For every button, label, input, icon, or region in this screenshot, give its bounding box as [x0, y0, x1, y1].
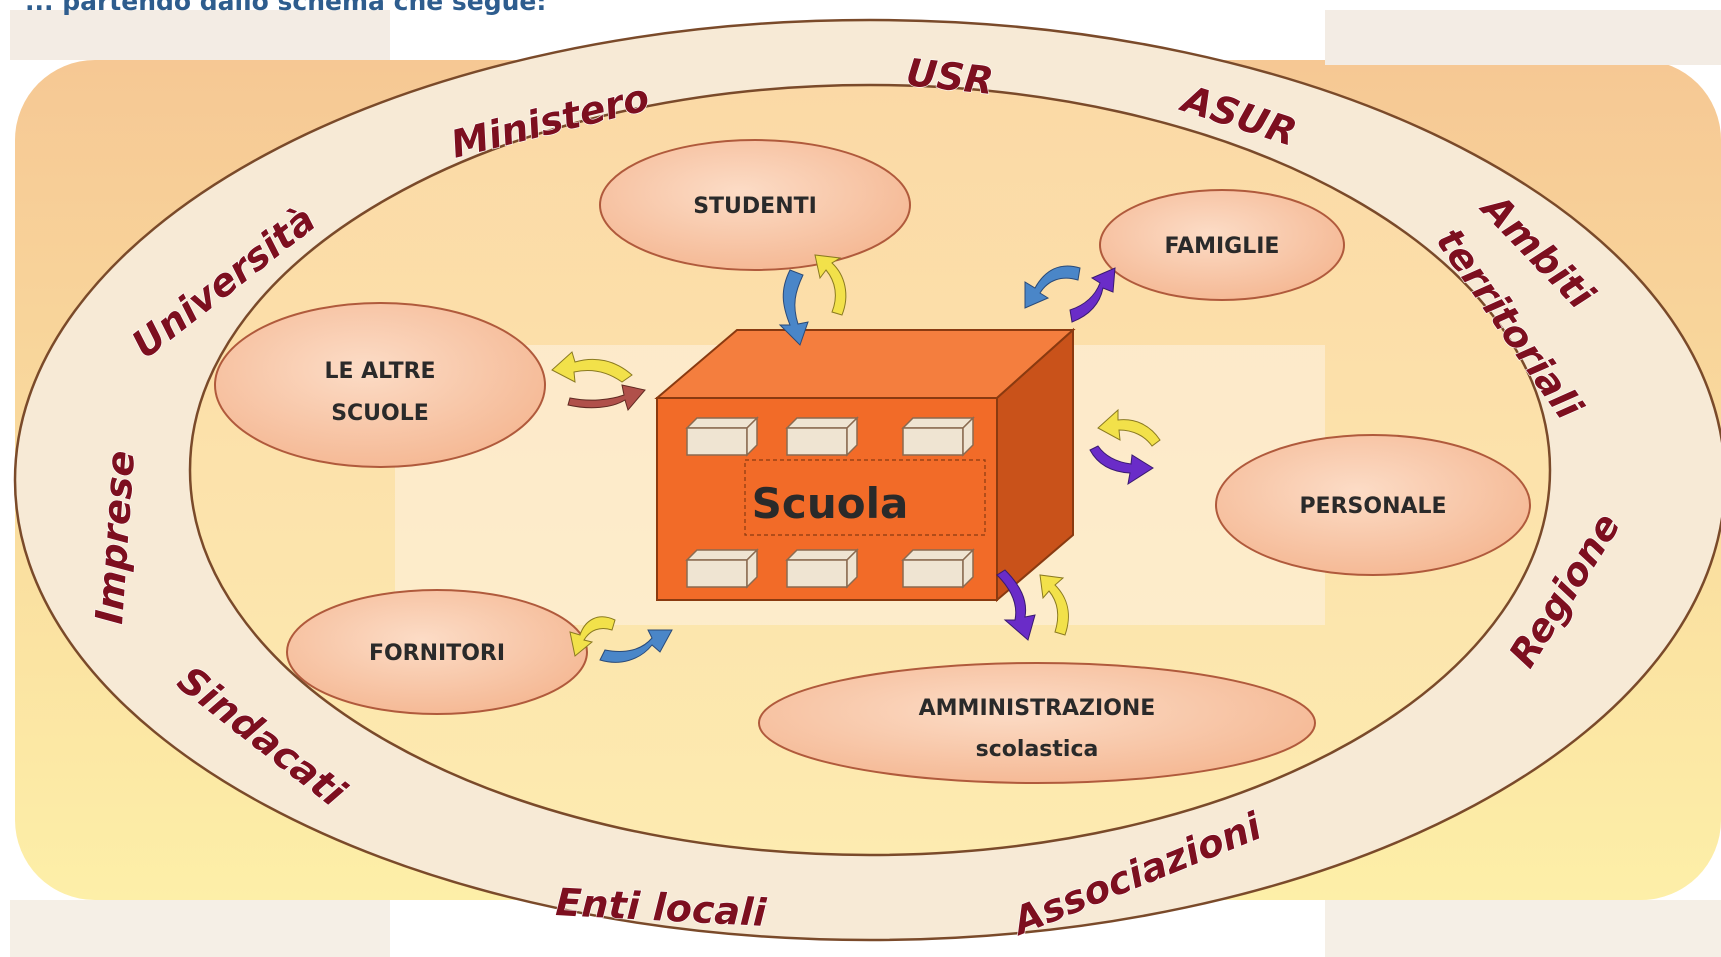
- corner-panel-top-right: [1325, 10, 1721, 65]
- node-famiglie: FAMIGLIE: [1099, 189, 1345, 301]
- node-amministrazione-line1: AMMINISTRAZIONE: [919, 696, 1156, 721]
- node-altre-scuole-line2: SCUOLE: [331, 401, 429, 426]
- corner-panel-bottom-left: [10, 900, 390, 957]
- arrows-altre-scuole: [551, 351, 646, 412]
- node-altre-scuole-line1: LE ALTRE: [324, 359, 435, 384]
- node-amministrazione: AMMINISTRAZIONE scolastica: [758, 662, 1316, 784]
- node-famiglie-label: FAMIGLIE: [1165, 234, 1280, 259]
- corner-panel-top-left: [10, 10, 390, 60]
- school-label: Scuola: [752, 479, 909, 528]
- node-personale-label: PERSONALE: [1299, 494, 1446, 519]
- arrows-studenti: [778, 254, 847, 346]
- ring-label-enti-locali: Enti locali: [555, 880, 769, 935]
- node-altre-scuole: LE ALTRE SCUOLE: [214, 302, 546, 468]
- page-heading: ... partendo dallo schema che segue:: [25, 0, 546, 16]
- arrows-famiglie: [1024, 265, 1116, 323]
- school-building: Scuola: [654, 327, 1076, 603]
- corner-panel-bottom-right: [1325, 900, 1721, 957]
- node-fornitori-label: FORNITORI: [369, 641, 505, 666]
- node-studenti: STUDENTI: [599, 139, 911, 271]
- node-studenti-label: STUDENTI: [693, 194, 817, 219]
- node-fornitori: FORNITORI: [286, 589, 588, 715]
- arrows-personale: [1089, 408, 1161, 486]
- ring-label-usr: USR: [904, 50, 996, 103]
- arrows-fornitori: [569, 616, 673, 663]
- node-personale: PERSONALE: [1215, 434, 1531, 576]
- arrows-amministrazione: [996, 569, 1069, 641]
- node-amministrazione-line2: scolastica: [976, 737, 1099, 762]
